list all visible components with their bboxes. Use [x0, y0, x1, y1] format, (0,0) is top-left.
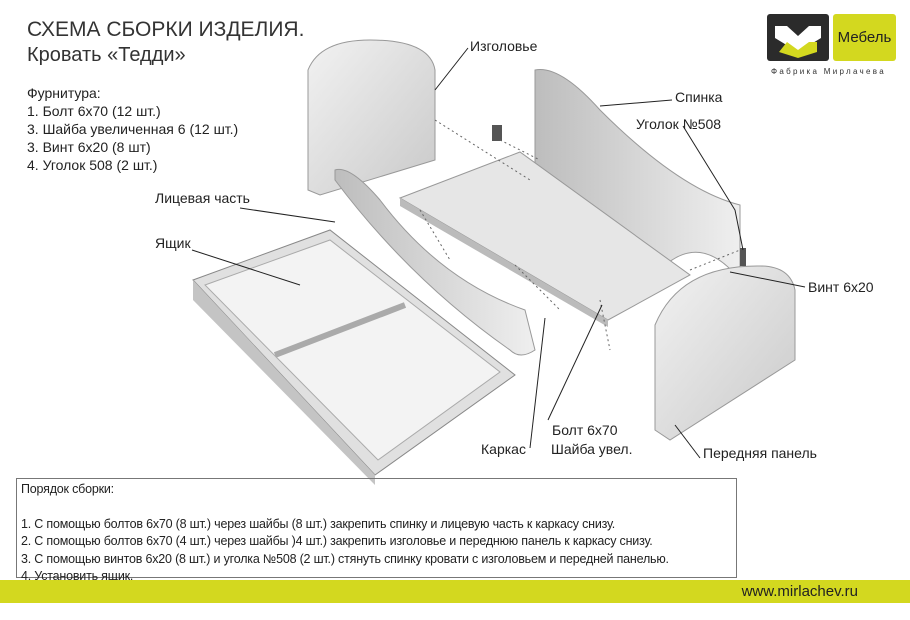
- hardware-heading: Фурнитура:: [27, 85, 101, 101]
- page-subtitle: Кровать «Тедди»: [27, 44, 186, 66]
- hardware-list: Фурнитура: 1. Болт 6х70 (12 шт.) 3. Шайб…: [27, 84, 238, 174]
- footer-band: [0, 580, 910, 603]
- hardware-item: 3. Винт 6х20 (8 шт): [27, 139, 151, 155]
- assembly-step: 3. С помощью винтов 6х20 (8 шт.) и уголк…: [21, 551, 669, 566]
- hardware-item: 3. Шайба увеличенная 6 (12 шт.): [27, 121, 239, 137]
- label-face: Лицевая часть: [155, 190, 250, 206]
- hardware-item: 1. Болт 6х70 (12 шт.): [27, 103, 161, 119]
- logo-brand: Мебель: [833, 14, 896, 61]
- label-headboard: Изголовье: [470, 38, 538, 54]
- assembly-heading: Порядок сборки:: [21, 482, 114, 496]
- logo-mark: [767, 14, 829, 61]
- assembly-step: 4. Установить ящик.: [21, 569, 134, 583]
- front-panel-part: [654, 265, 796, 441]
- label-drawer: Ящик: [155, 235, 191, 251]
- label-washer: Шайба увел.: [551, 441, 633, 457]
- label-screw: Винт 6х20: [808, 279, 874, 295]
- assembly-step: 1. С помощью болтов 6х70 (8 шт.) через ш…: [21, 516, 616, 531]
- website-link[interactable]: www.mirlachev.ru: [741, 583, 858, 600]
- label-back: Спинка: [675, 89, 723, 105]
- logo-tagline: Фабрика Мирлачева: [771, 67, 886, 76]
- headboard-part: [307, 39, 436, 196]
- label-front-panel: Передняя панель: [703, 445, 817, 461]
- assembly-step: 2. С помощью болтов 6х70 (4 шт.) через ш…: [21, 534, 653, 548]
- label-frame: Каркас: [481, 441, 526, 457]
- assembly-instructions: Порядок сборки: 1. С помощью болтов 6х70…: [16, 478, 737, 583]
- hardware-item: 4. Уголок 508 (2 шт.): [27, 157, 158, 173]
- face-part: [334, 168, 536, 356]
- label-corner: Уголок №508: [636, 116, 722, 132]
- back-part: [534, 69, 741, 282]
- corner-bracket: [740, 248, 746, 266]
- label-bolt: Болт 6х70: [552, 422, 618, 438]
- page-title: СХЕМА СБОРКИ ИЗДЕЛИЯ.: [27, 18, 305, 41]
- corner-bracket: [492, 125, 502, 141]
